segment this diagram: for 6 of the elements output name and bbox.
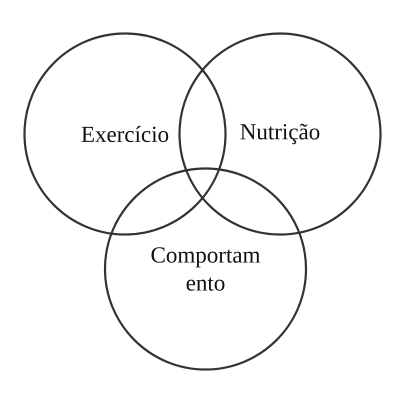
venn-circle (23, 32, 227, 236)
set-label: Exercício (82, 126, 168, 142)
set-label: Comportam ento (152, 247, 260, 291)
venn-circle (178, 32, 382, 236)
venn-circle (104, 167, 308, 371)
set-label: Nutrição (240, 124, 320, 144)
